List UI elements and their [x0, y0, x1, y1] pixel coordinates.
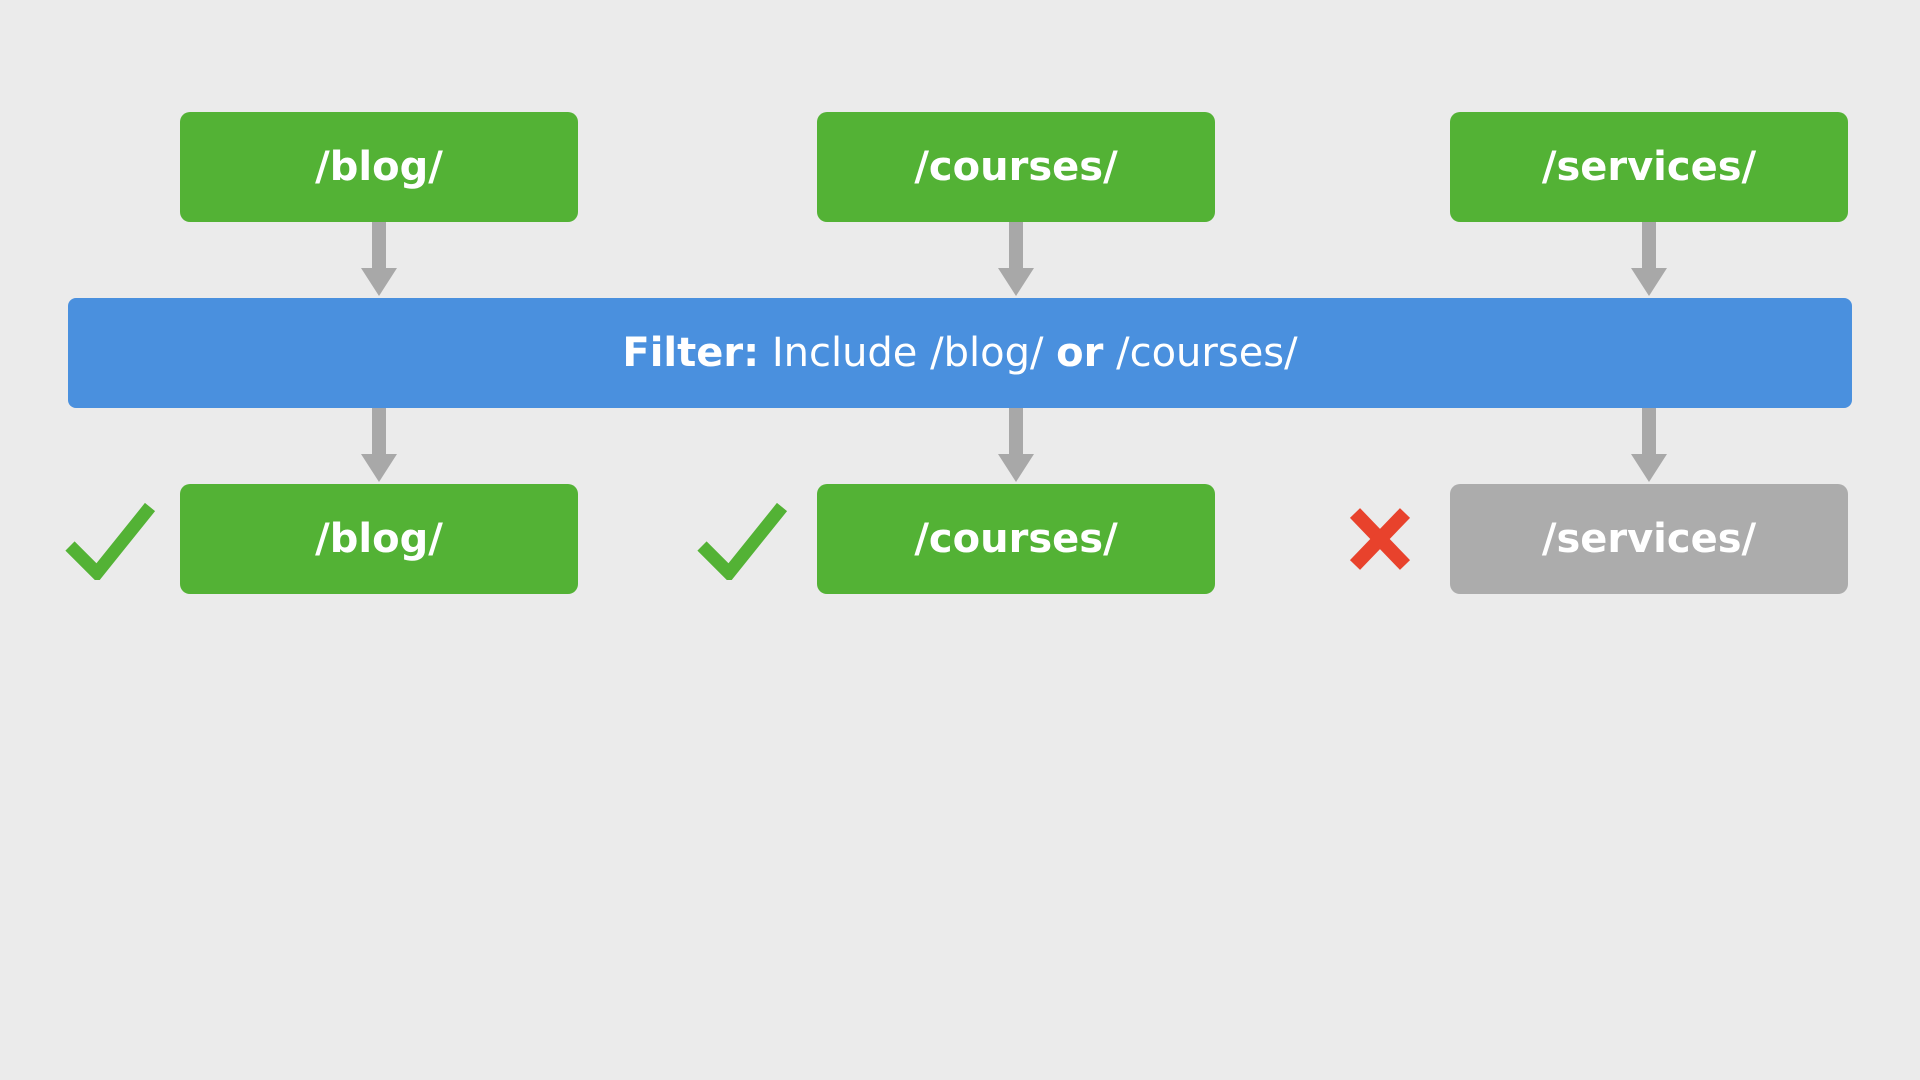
check-icon	[697, 502, 788, 580]
result-box-blog: /blog/	[180, 484, 578, 594]
filter-bar-label-bold: Filter:	[622, 330, 760, 376]
arrow-down-icon	[361, 222, 397, 296]
check-icon	[65, 502, 156, 580]
arrow-down-icon	[361, 408, 397, 482]
arrow-down-icon	[1631, 408, 1667, 482]
filter-bar: Filter: Include /blog/ or /courses/	[68, 298, 1852, 408]
top-box-courses-label: /courses/	[914, 144, 1118, 190]
result-box-courses-label: /courses/	[914, 516, 1118, 562]
result-box-blog-label: /blog/	[315, 516, 443, 562]
top-box-blog-label: /blog/	[315, 144, 443, 190]
top-box-blog: /blog/	[180, 112, 578, 222]
arrow-down-icon	[998, 408, 1034, 482]
filter-bar-text: Include /blog/	[771, 330, 1044, 376]
cross-icon	[1349, 508, 1411, 570]
result-box-services: /services/	[1450, 484, 1848, 594]
result-box-services-label: /services/	[1541, 516, 1757, 562]
top-box-services: /services/	[1450, 112, 1848, 222]
arrow-down-icon	[1631, 222, 1667, 296]
arrow-down-icon	[998, 222, 1034, 296]
filter-bar-text-2: /courses/	[1116, 330, 1298, 376]
top-box-services-label: /services/	[1541, 144, 1757, 190]
top-box-courses: /courses/	[817, 112, 1215, 222]
result-box-courses: /courses/	[817, 484, 1215, 594]
filter-bar-or-bold: or	[1056, 330, 1104, 376]
